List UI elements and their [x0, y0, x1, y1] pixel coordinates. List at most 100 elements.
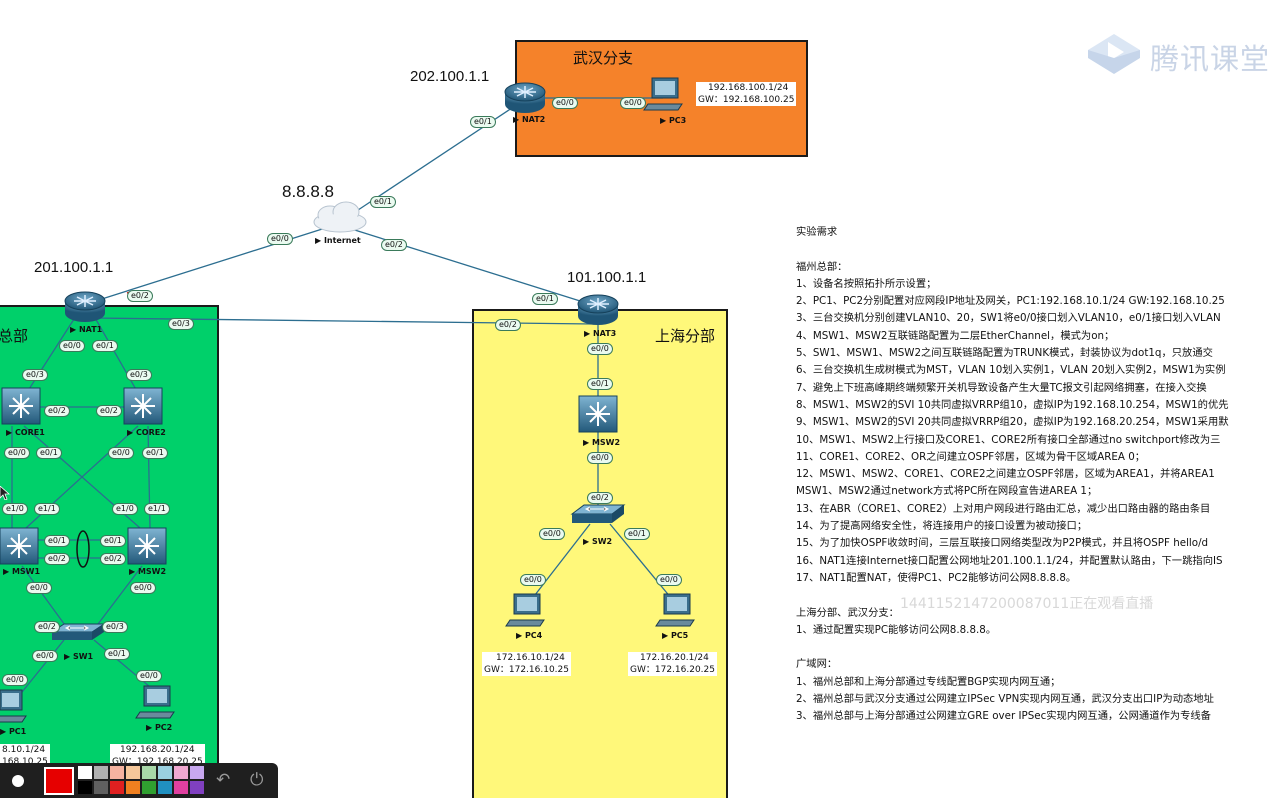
requirement-line: 17、NAT1配置NAT，使得PC1、PC2能够访问公网8.8.8.8。: [796, 571, 1077, 584]
nat1-router-icon[interactable]: [64, 291, 106, 322]
color-swatch[interactable]: [110, 781, 124, 794]
pc2-label: ▶ PC2: [146, 723, 173, 732]
port-label: e0/0: [130, 582, 156, 594]
port-label: e0/2: [127, 290, 153, 302]
color-swatch[interactable]: [94, 781, 108, 794]
core2-l3switch-icon[interactable]: [123, 387, 163, 425]
core1-l3switch-icon[interactable]: [1, 387, 41, 425]
pen-size-dot[interactable]: [12, 775, 24, 787]
nat1-public-ip: 201.100.1.1: [34, 259, 114, 276]
pc1-label: ▶ PC1: [0, 727, 27, 736]
nat2-router-icon[interactable]: [504, 82, 546, 113]
pen-toolbar: ↶ ⏻: [0, 763, 278, 798]
port-label: e0/0: [620, 97, 646, 109]
color-swatch[interactable]: [158, 781, 172, 794]
requirement-line: 12、MSW1、MSW2、CORE1、CORE2之间建立OSPF邻居，区域为AR…: [796, 468, 1215, 481]
port-label: e0/0: [32, 650, 58, 662]
port-label: e1/0: [112, 503, 138, 515]
port-label: e0/1: [532, 293, 558, 305]
port-label: e0/0: [26, 582, 52, 594]
nat3-router-icon[interactable]: [577, 294, 619, 325]
port-label: e0/1: [624, 528, 650, 540]
color-swatch[interactable]: [78, 766, 92, 779]
port-label: e0/0: [59, 340, 85, 352]
requirement-line: 实验需求: [796, 226, 838, 238]
shanghai-msw2-l3switch-icon[interactable]: [578, 395, 618, 433]
port-label: e0/2: [587, 492, 613, 504]
requirement-line: 广域网：: [796, 658, 838, 671]
color-swatch[interactable]: [94, 766, 108, 779]
pc4-icon[interactable]: [505, 593, 545, 627]
color-swatch[interactable]: [174, 766, 188, 779]
wuhan-region-title: 武汉分支: [573, 49, 634, 67]
requirement-line: 3、福州总部与上海分部通过公网建立GRE over IPSec实现内网互通，公网…: [796, 710, 1211, 723]
port-label: e0/3: [126, 369, 152, 381]
requirement-line: 10、MSW1、MSW2上行接口及CORE1、CORE2所有接口全部通过no s…: [796, 433, 1221, 446]
requirement-line: [796, 639, 1276, 656]
color-swatch[interactable]: [142, 781, 156, 794]
color-swatch[interactable]: [126, 781, 140, 794]
sw2-switch-icon[interactable]: [570, 504, 626, 523]
port-label: e0/1: [104, 648, 130, 660]
requirement-line: 11、CORE1、CORE2、OR之间建立OSPF邻居，区域为骨干区域AREA …: [796, 450, 1146, 463]
msw2-label: ▶ MSW2: [129, 567, 167, 576]
color-swatch[interactable]: [174, 781, 188, 794]
color-swatch[interactable]: [110, 766, 124, 779]
color-swatch[interactable]: [126, 766, 140, 779]
power-icon[interactable]: ⏻: [250, 770, 264, 790]
brand-name: 腾讯课堂: [1150, 42, 1271, 76]
internet-cloud-icon[interactable]: [313, 201, 367, 233]
core2-label: ▶ CORE2: [127, 428, 166, 437]
port-label: e0/0: [552, 97, 578, 109]
core1-label: ▶ CORE1: [6, 428, 45, 437]
sw1-switch-icon[interactable]: [50, 623, 106, 640]
nat2-label: ▶ NAT2: [513, 115, 546, 124]
color-swatch[interactable]: [190, 781, 204, 794]
port-label: e0/0: [4, 447, 30, 459]
pc3-icon[interactable]: [643, 77, 683, 111]
sw2-label: ▶ SW2: [583, 537, 613, 546]
pc1-icon[interactable]: [0, 689, 27, 723]
fuzhou-region-title: 总部: [0, 327, 29, 345]
pc2-icon[interactable]: [135, 685, 175, 719]
viewer-watermark: 1441152147200087011正在观看直播: [900, 596, 1154, 612]
port-label: e0/2: [96, 405, 122, 417]
shanghai-region-title: 上海分部: [655, 327, 716, 345]
requirement-line: 16、NAT1连接Internet接口配置公网地址201.100.1.1/24，…: [796, 554, 1223, 567]
pc3-address-info: 192.168.100.1/24 GW：192.168.100.25: [696, 82, 797, 106]
requirement-line: 8、MSW1、MSW2的SVI 10共同虚拟VRRP组10，虚拟IP为192.1…: [796, 398, 1229, 411]
requirement-line: 3、三台交换机分别创建VLAN10、20，SW1将e0/0接口划入VLAN10，…: [796, 312, 1221, 325]
nat3-label: ▶ NAT3: [584, 329, 617, 338]
requirement-line: 福州总部：: [796, 260, 848, 273]
requirement-line: 14、为了提高网络安全性，将连接用户的接口设置为被动接口；: [796, 520, 1088, 533]
play-logo-icon: [1088, 34, 1140, 74]
requirement-line: 15、为了加快OSPF收敛时间，三层互联接口网络类型改为P2P模式，并且将OSP…: [796, 537, 1209, 550]
requirement-line: [796, 241, 1276, 258]
nat2-public-ip: 202.100.1.1: [410, 68, 490, 85]
color-swatch[interactable]: [78, 781, 92, 794]
internet-ip: 8.8.8.8: [282, 182, 334, 201]
undo-icon[interactable]: ↶: [216, 770, 231, 790]
port-label: e0/3: [168, 318, 194, 330]
msw2-l3switch-icon[interactable]: [127, 527, 167, 565]
pc5-label: ▶ PC5: [662, 631, 689, 640]
requirement-line: 1、福州总部和上海分部通过专线配置BGP实现内网互通；: [796, 675, 1061, 688]
color-swatch[interactable]: [142, 766, 156, 779]
current-color-swatch[interactable]: [44, 767, 74, 795]
pc5-icon[interactable]: [655, 593, 695, 627]
port-label: e0/1: [587, 378, 613, 390]
port-label: e0/0: [587, 452, 613, 464]
color-swatch[interactable]: [158, 766, 172, 779]
port-label: e1/0: [2, 503, 28, 515]
port-label: e0/2: [381, 239, 407, 251]
port-label: e0/2: [100, 553, 126, 565]
sw1-label: ▶ SW1: [64, 652, 94, 661]
msw1-l3switch-icon[interactable]: [0, 527, 39, 565]
requirement-line: 2、PC1、PC2分别配置对应网段IP地址及网关，PC1:192.168.10.…: [796, 295, 1225, 308]
color-swatch[interactable]: [190, 766, 204, 779]
internet-label: ▶ Internet: [315, 236, 361, 245]
pc3-label: ▶ PC3: [660, 116, 687, 125]
lab-requirements-text: 实验需求福州总部：1、设备名按照拓扑所示设置；2、PC1、PC2分别配置对应网段…: [796, 224, 1276, 726]
